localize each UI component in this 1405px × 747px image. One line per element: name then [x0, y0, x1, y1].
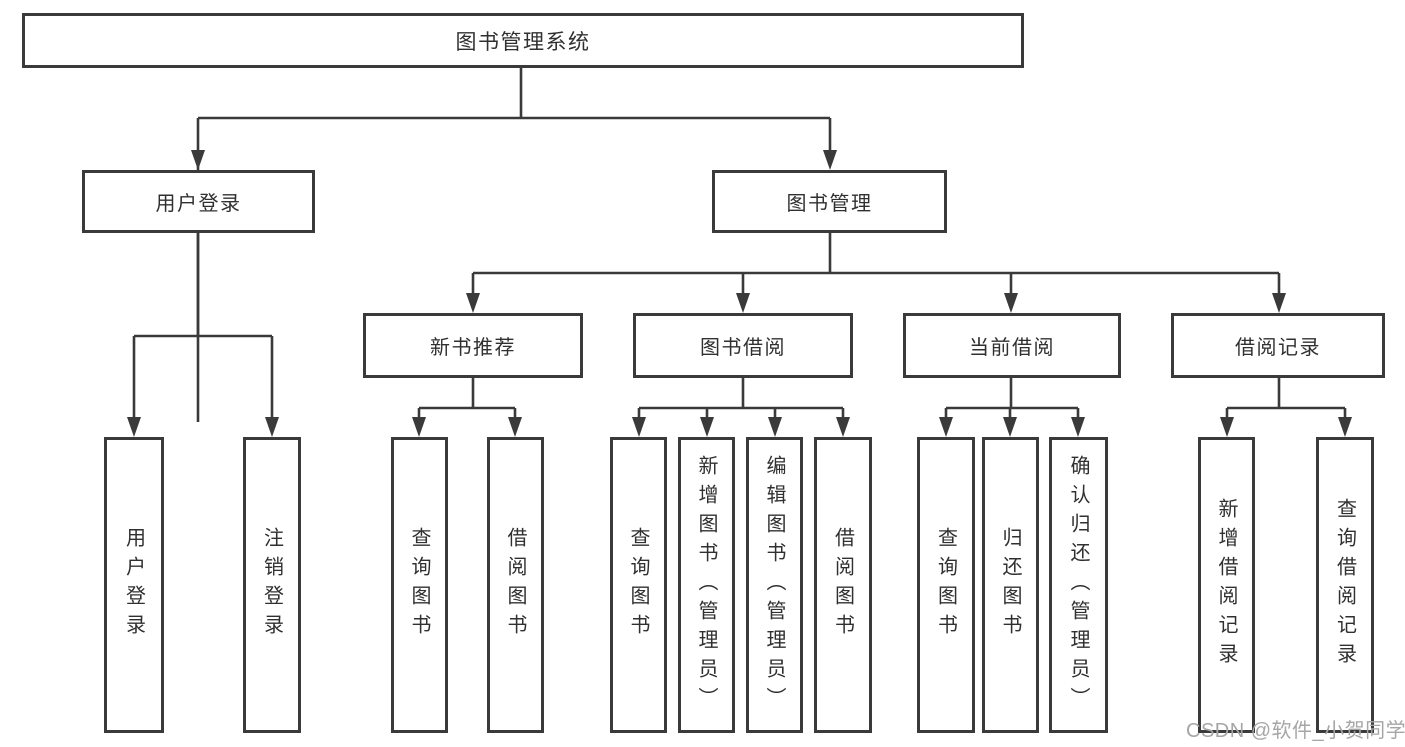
- leaf-confirm-return-admin: 确认归还（管理员）: [1049, 437, 1108, 733]
- node-book-borrowing: 图书借阅: [633, 313, 853, 378]
- leaf-logout: 注销登录: [243, 437, 301, 733]
- leaf-return-books: 归还图书: [982, 437, 1039, 733]
- leaf-query-books-1: 查询图书: [391, 437, 448, 733]
- leaf-borrow-books-2: 借阅图书: [814, 437, 872, 733]
- leaf-user-login-label: 用户登录: [122, 527, 145, 643]
- leaf-user-login: 用户登录: [104, 437, 164, 733]
- leaf-query-books-3: 查询图书: [917, 437, 975, 733]
- leaf-query-books-2-label: 查询图书: [627, 527, 649, 643]
- leaf-edit-books-admin: 编辑图书（管理员）: [746, 437, 803, 733]
- leaf-edit-books-admin-label: 编辑图书（管理员）: [763, 454, 785, 716]
- node-book-management-label: 图书管理: [786, 193, 873, 215]
- node-user-login-label: 用户登录: [155, 193, 242, 215]
- node-book-management: 图书管理: [712, 170, 947, 233]
- leaf-add-books-admin-label: 新增图书（管理员）: [695, 454, 717, 716]
- leaf-borrow-books-1-label: 借阅图书: [504, 527, 526, 643]
- leaf-confirm-return-admin-label: 确认归还（管理员）: [1067, 454, 1089, 716]
- node-root-system-label: 图书管理系统: [455, 30, 591, 54]
- node-new-book-recommendation: 新书推荐: [363, 313, 583, 378]
- leaf-query-borrow-record: 查询借阅记录: [1316, 437, 1374, 733]
- leaf-query-books-3-label: 查询图书: [934, 527, 957, 643]
- node-new-book-recommendation-label: 新书推荐: [430, 337, 516, 359]
- leaf-query-borrow-record-label: 查询借阅记录: [1333, 498, 1356, 672]
- leaf-query-books-2: 查询图书: [610, 437, 667, 733]
- node-book-borrowing-label: 图书借阅: [700, 337, 786, 359]
- leaf-borrow-books-1: 借阅图书: [487, 437, 544, 733]
- leaf-logout-label: 注销登录: [260, 527, 283, 643]
- node-root-system: 图书管理系统: [22, 13, 1024, 68]
- leaf-add-borrow-record: 新增借阅记录: [1198, 437, 1255, 733]
- node-current-borrowing: 当前借阅: [903, 313, 1121, 378]
- leaf-borrow-books-2-label: 借阅图书: [831, 527, 854, 643]
- node-current-borrowing-label: 当前借阅: [969, 337, 1055, 359]
- leaf-add-books-admin: 新增图书（管理员）: [678, 437, 735, 733]
- node-borrowing-records: 借阅记录: [1171, 313, 1385, 378]
- leaf-query-books-1-label: 查询图书: [408, 527, 430, 643]
- leaf-add-borrow-record-label: 新增借阅记录: [1215, 498, 1237, 672]
- node-borrowing-records-label: 借阅记录: [1235, 337, 1321, 359]
- node-user-login: 用户登录: [82, 170, 315, 233]
- leaf-return-books-label: 归还图书: [999, 527, 1021, 643]
- csdn-watermark: CSDN @软件_小贺同学: [1186, 720, 1405, 742]
